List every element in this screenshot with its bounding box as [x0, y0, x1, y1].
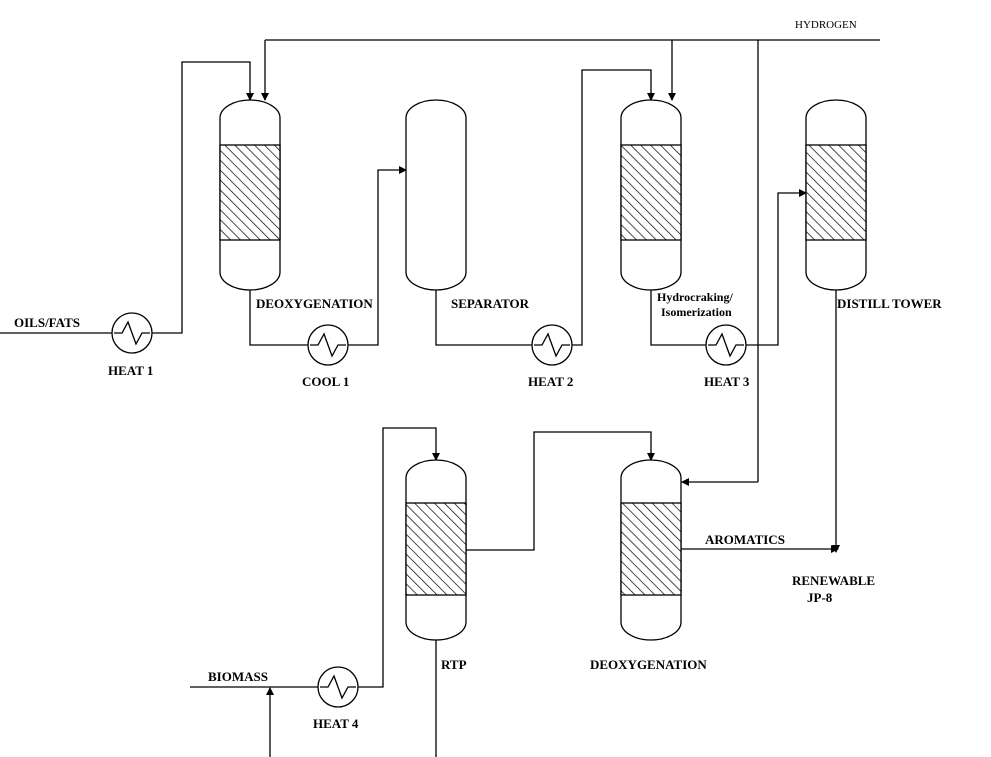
cool1-to-separator-line [348, 166, 407, 346]
catalyst-bed [620, 502, 682, 596]
heat4-label: HEAT 4 [313, 716, 359, 731]
oils-fats-label: OILS/FATS [14, 315, 80, 330]
hydrocracking-label-1: Hydrocraking/ [657, 290, 733, 304]
hydrocracking-reactor [620, 99, 682, 291]
heat-exchanger-heat1 [111, 312, 153, 354]
cool1-label: COOL 1 [302, 374, 349, 389]
hydrogen-label: HYDROGEN [795, 19, 857, 31]
deoxygenation-top-label: DEOXYGENATION [256, 296, 373, 311]
deoxygenation-outlet-line [249, 290, 308, 346]
deoxygenation-reactor-top [219, 99, 281, 291]
catalyst-bed [620, 144, 682, 241]
biomass-label: BIOMASS [208, 669, 268, 684]
packing-bed [805, 144, 867, 241]
separator-outlet-line [435, 290, 532, 346]
distill-tower-label: DISTILL TOWER [837, 296, 942, 311]
rtp-reactor [405, 459, 467, 641]
distill-tower-vessel [805, 99, 867, 291]
hydrocracking-outlet-line [650, 290, 706, 346]
heat4-to-rtp-line [358, 427, 440, 688]
catalyst-bed [219, 144, 281, 241]
catalyst-bed [405, 502, 467, 596]
heat-exchanger-heat2 [531, 324, 573, 366]
heat2-to-hydrocracking-line [572, 69, 655, 346]
rtp-label: RTP [441, 657, 467, 672]
heat3-to-distill-line [746, 189, 807, 346]
deoxygenation-bottom-label: DEOXYGENATION [590, 657, 707, 672]
heat-exchanger-heat4 [317, 666, 359, 708]
heat3-label: HEAT 3 [704, 374, 750, 389]
hydrocracking-label-2: Isomerization [661, 305, 732, 319]
heat2-label: HEAT 2 [528, 374, 573, 389]
heat1-outlet-line [152, 61, 254, 334]
separator-label: SEPARATOR [451, 296, 530, 311]
heat-exchanger-heat3 [705, 324, 747, 366]
renewable-label: RENEWABLE [792, 573, 875, 588]
rtp-to-deoxygenation-line [466, 431, 655, 551]
heat-exchanger-cool1 [307, 324, 349, 366]
jp8-label: JP-8 [807, 590, 833, 605]
heat1-label: HEAT 1 [108, 363, 153, 378]
deoxygenation-reactor-bottom [620, 459, 682, 641]
aromatics-label: AROMATICS [705, 532, 785, 547]
separator-vessel [405, 99, 467, 291]
